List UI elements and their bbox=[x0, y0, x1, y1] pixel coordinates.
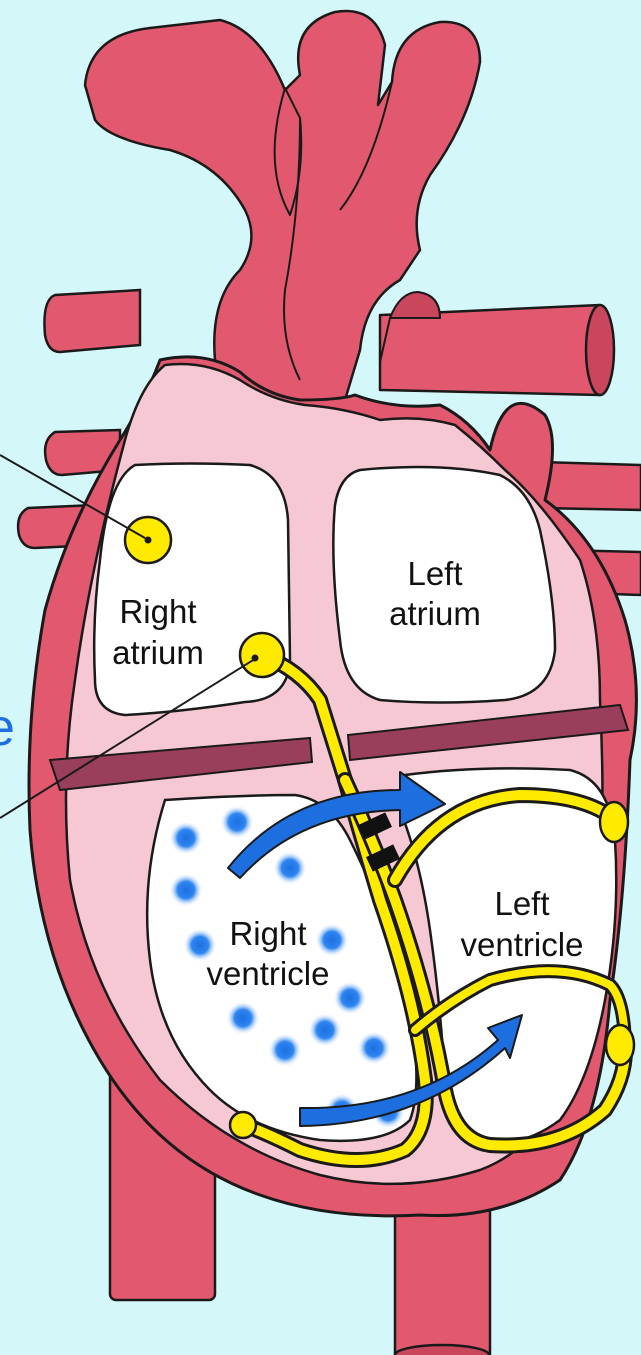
left-atrium-label-line1: Left bbox=[407, 555, 462, 592]
edge-text-fragment: e bbox=[0, 699, 15, 757]
right-ventricle-label-line1: Right bbox=[229, 915, 306, 952]
av-node bbox=[240, 633, 284, 677]
left-ventricle-label-line1: Left bbox=[494, 885, 549, 922]
right-ventricle-label-line2: ventricle bbox=[207, 955, 330, 992]
right-atrium-label-line2: atrium bbox=[112, 634, 204, 671]
left-atrium-label-line2: atrium bbox=[389, 595, 481, 632]
left-ventricle-label-line2: ventricle bbox=[461, 926, 584, 963]
right-atrium-label-line1: Right bbox=[119, 593, 196, 630]
